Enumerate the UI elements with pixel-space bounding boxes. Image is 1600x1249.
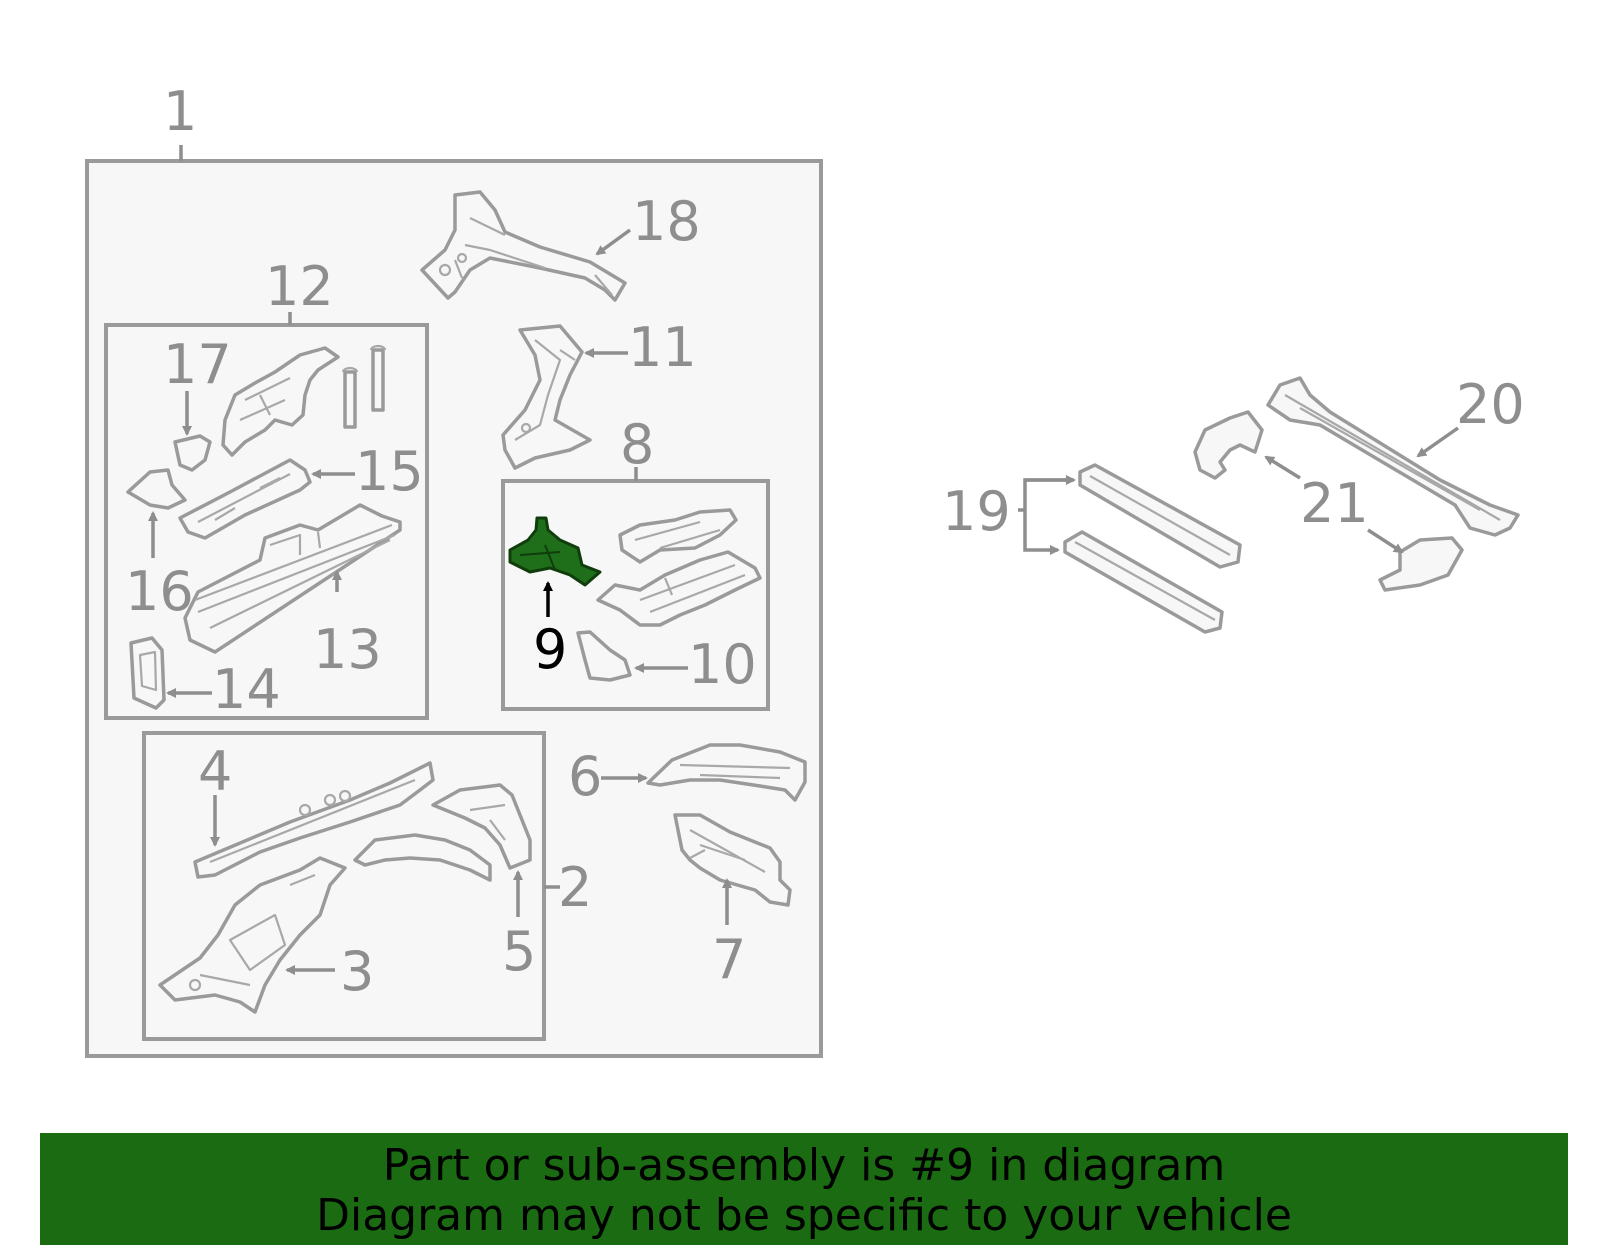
part-8-lower-rail[interactable]: [596, 550, 762, 627]
callout-12[interactable]: 12: [265, 255, 334, 318]
part-21-bracket[interactable]: [1378, 536, 1464, 592]
callout-5[interactable]: 5: [502, 920, 536, 983]
callout-14[interactable]: 14: [212, 658, 281, 721]
part-12-upper-bracket[interactable]: [221, 346, 340, 457]
part-9-highlighted[interactable]: [508, 516, 602, 587]
part-8-upper-rail[interactable]: [618, 508, 738, 564]
callout-19[interactable]: 19: [942, 480, 1011, 543]
callout-11[interactable]: 11: [628, 316, 697, 379]
part-17[interactable]: [173, 434, 212, 472]
callout-21[interactable]: 21: [1300, 472, 1369, 535]
banner-line-1: Part or sub-assembly is #9 in diagram: [382, 1140, 1226, 1191]
part-5[interactable]: [431, 783, 532, 870]
callout-15[interactable]: 15: [355, 440, 424, 503]
banner-line-2: Diagram may not be specific to your vehi…: [316, 1190, 1292, 1241]
callout-7[interactable]: 7: [712, 928, 746, 991]
callout-2[interactable]: 2: [558, 856, 592, 919]
info-banner: Part or sub-assembly is #9 in diagram Di…: [40, 1133, 1568, 1245]
part-19-upper[interactable]: [1078, 463, 1242, 569]
part-20[interactable]: [1266, 376, 1520, 537]
part-15[interactable]: [178, 458, 312, 540]
callout-18[interactable]: 18: [632, 190, 701, 253]
part-18[interactable]: [420, 190, 627, 302]
part-6[interactable]: [646, 743, 807, 802]
part-16[interactable]: [126, 468, 187, 510]
part-21-clip[interactable]: [1193, 410, 1264, 480]
part-10[interactable]: [576, 630, 632, 682]
callout-13[interactable]: 13: [313, 618, 382, 681]
part-12-bolts[interactable]: [341, 344, 387, 429]
part-4[interactable]: [193, 761, 435, 879]
callout-20[interactable]: 20: [1456, 373, 1525, 436]
callout-1[interactable]: 1: [163, 80, 197, 143]
part-2-arch[interactable]: [353, 833, 492, 882]
callout-8[interactable]: 8: [620, 413, 654, 476]
callout-3[interactable]: 3: [340, 940, 374, 1003]
callout-6[interactable]: 6: [568, 745, 602, 808]
callout-4[interactable]: 4: [198, 740, 232, 803]
part-11[interactable]: [501, 324, 592, 470]
part-3[interactable]: [158, 856, 347, 1014]
part-13[interactable]: [183, 503, 402, 654]
callout-10[interactable]: 10: [688, 633, 757, 696]
part-14[interactable]: [129, 636, 166, 710]
callout-16[interactable]: 16: [125, 560, 194, 623]
part-7[interactable]: [673, 813, 792, 907]
callout-17[interactable]: 17: [163, 333, 232, 396]
callout-9[interactable]: 9: [533, 618, 567, 681]
